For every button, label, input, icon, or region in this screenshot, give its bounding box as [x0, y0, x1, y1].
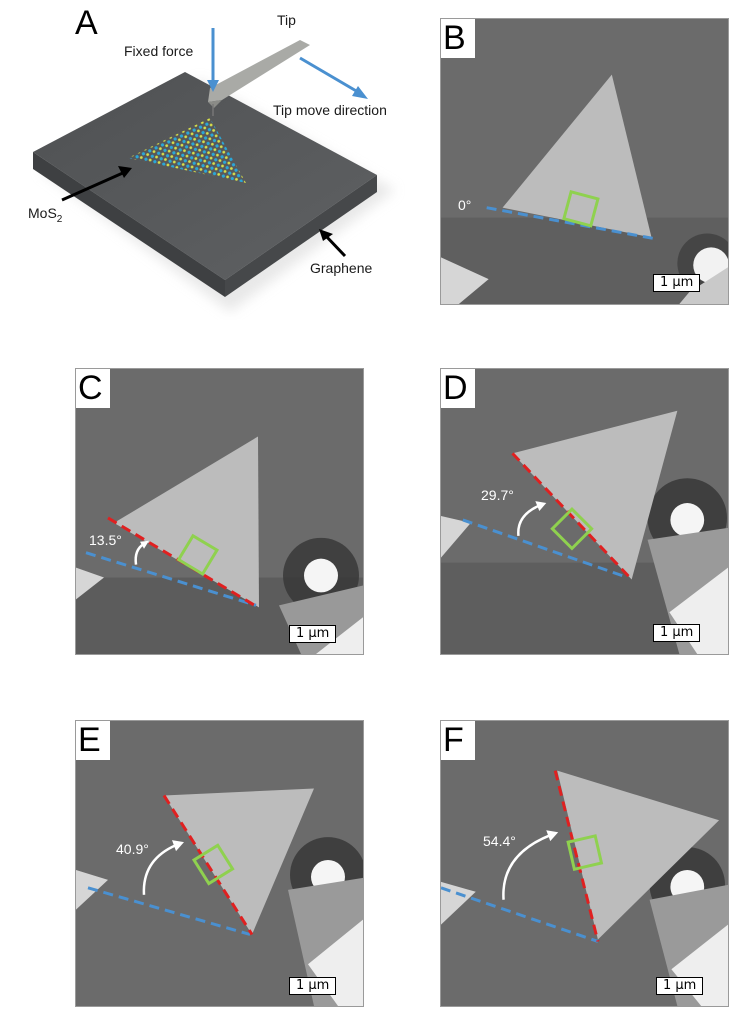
panel-letter-a: A	[75, 4, 98, 42]
label-tip: Tip	[277, 12, 296, 28]
panel-letter-b: B	[441, 19, 475, 58]
label-mos2-text: MoS	[28, 205, 57, 221]
label-graphene: Graphene	[310, 260, 373, 276]
mos2-flake	[128, 118, 246, 183]
angle-label: 29.7°	[481, 487, 514, 503]
reference-line	[441, 886, 599, 943]
marker-square	[562, 189, 600, 228]
mos2-flake	[512, 410, 678, 580]
scale-bar: 1 µm	[289, 977, 337, 995]
panel-letter-d: D	[441, 369, 475, 408]
afm-tip	[208, 40, 310, 102]
label-mos2-subscript: 2	[56, 213, 63, 225]
rotated-edge	[511, 452, 633, 581]
mos2-flake	[114, 436, 259, 608]
rotated-edge	[553, 770, 600, 942]
angle-label: 40.9°	[116, 841, 149, 857]
marker-square	[176, 533, 220, 577]
mos2-flake	[557, 770, 720, 940]
panel-letter-e: E	[76, 721, 110, 760]
panel-letter-f: F	[441, 721, 475, 760]
rotation-arrow-icon	[142, 843, 177, 895]
graphene-substrate	[33, 72, 377, 280]
angle-label: 13.5°	[89, 532, 122, 548]
label-mos2: MoS2	[28, 205, 62, 225]
schematic-illustration	[33, 28, 395, 312]
scale-bar: 1 µm	[289, 625, 337, 643]
panel-a-schematic: A Tip Fixed force Tip move direction MoS…	[0, 0, 420, 320]
label-tip-move-direction: Tip move direction	[273, 102, 387, 118]
marker-square	[566, 834, 604, 872]
panel-f-afm-image: F 54.4° 1 µm	[440, 720, 729, 1007]
mos2-flake	[164, 788, 314, 935]
reference-line	[486, 206, 654, 240]
angle-label: 54.4°	[483, 833, 516, 849]
scale-bar: 1 µm	[653, 274, 701, 292]
rotated-edge	[162, 794, 254, 936]
panel-b-afm-image: B 0° 1 µm	[440, 18, 729, 305]
panel-e-afm-image: E 40.9° 1 µm	[75, 720, 364, 1007]
panel-d-afm-image: D 29.7° 1 µm	[440, 368, 729, 655]
marker-square	[191, 843, 235, 886]
marker-square	[550, 507, 594, 551]
rotation-arrow-icon	[502, 834, 551, 900]
panel-c-afm-image: C 13.5° 1 µm	[75, 368, 364, 655]
reference-line	[462, 518, 629, 579]
reference-line	[87, 886, 251, 936]
mos2-flake	[502, 74, 652, 238]
panel-letter-c: C	[76, 369, 110, 408]
label-fixed-force: Fixed force	[124, 43, 194, 59]
scale-bar: 1 µm	[656, 977, 704, 995]
angle-label: 0°	[458, 197, 472, 213]
rotation-arrow-icon	[517, 504, 539, 536]
scale-bar: 1 µm	[653, 624, 701, 642]
reference-line	[85, 551, 257, 607]
